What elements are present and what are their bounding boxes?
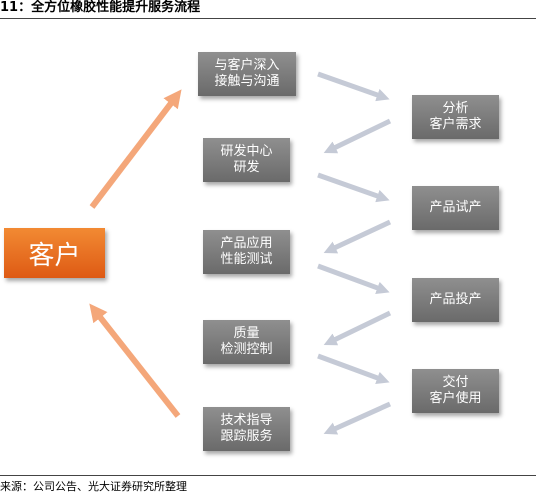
source-note: 来源：公司公告、光大证券研究所整理 xyxy=(0,480,187,493)
stage-analysis-box: 分析 客户需求 xyxy=(412,95,499,139)
arrow-test-to-production xyxy=(317,263,390,295)
stage-delivery-box: 交付 客户使用 xyxy=(412,369,499,413)
stage-production-box: 产品投产 xyxy=(412,278,499,322)
bottom-rule xyxy=(0,475,536,476)
arrow-customer-to-contact xyxy=(89,89,182,209)
top-rule xyxy=(0,18,536,19)
arrow-contact-to-analysis xyxy=(317,71,390,102)
customer-box: 客户 xyxy=(4,228,105,278)
arrow-delivery-to-service xyxy=(323,401,392,435)
arrow-production-to-qc xyxy=(323,310,392,346)
arrow-qc-to-delivery xyxy=(317,353,390,385)
step-testing-box: 产品应用 性能测试 xyxy=(203,230,290,274)
step-rnd-box: 研发中心 研发 xyxy=(203,138,290,182)
arrow-trial-to-test xyxy=(323,219,392,254)
arrow-analysis-to-rnd xyxy=(323,118,392,154)
figure-title: 11：全方位橡胶性能提升服务流程 xyxy=(0,0,201,15)
arrow-rnd-to-trial xyxy=(317,172,390,203)
arrow-service-to-customer xyxy=(89,303,181,418)
step-qc-box: 质量 检测控制 xyxy=(203,320,290,364)
step-service-box: 技术指导 跟踪服务 xyxy=(203,407,290,451)
stage-trial-box: 产品试产 xyxy=(412,186,499,230)
step-contact-box: 与客户深入 接触与沟通 xyxy=(198,52,296,96)
